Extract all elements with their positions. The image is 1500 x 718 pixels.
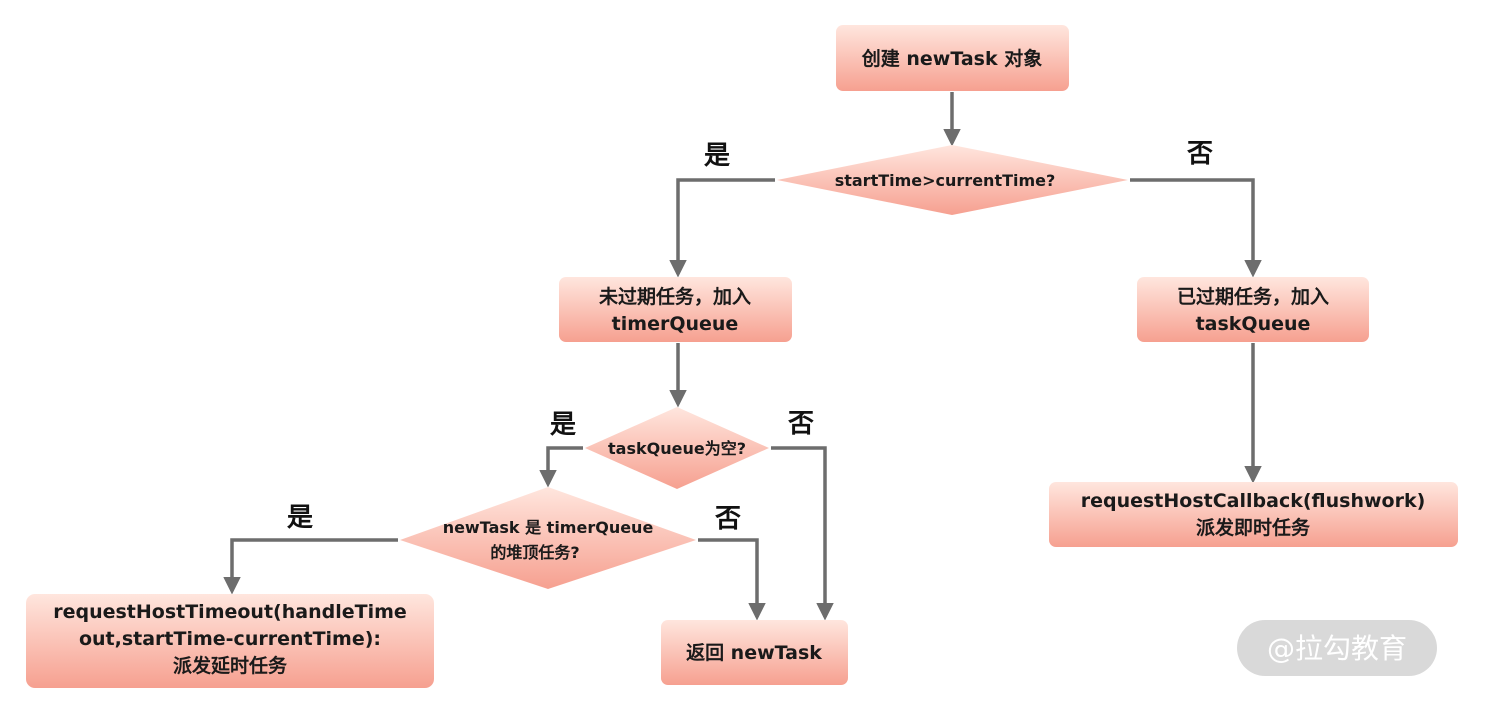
label-start-time-no: 否 (1187, 139, 1213, 169)
node-return-new-task-text: 返回 newTask (686, 642, 822, 664)
decision-heap-top-shape (400, 487, 696, 589)
node-timer-queue: 未过期任务，加入 timerQueue (559, 277, 792, 342)
edge-decision-no-to-task-queue (1130, 178, 1262, 278)
edges (223, 92, 1262, 621)
node-request-host-timeout: requestHostTimeout(handleTime out,startT… (26, 594, 434, 688)
node-task-queue-shape (1137, 277, 1369, 342)
watermark-text: @拉勾教育 (1267, 632, 1407, 665)
node-timer-queue-shape (559, 277, 792, 342)
node-timer-queue-line1: 未过期任务，加入 (598, 285, 751, 308)
node-request-host-callback-shape (1049, 482, 1458, 547)
node-request-host-callback: requestHostCallback(flushwork) 派发即时任务 (1049, 482, 1458, 547)
node-request-host-timeout-line1: requestHostTimeout(handleTime (53, 601, 407, 623)
decision-start-time-text: startTime>currentTime? (835, 171, 1056, 190)
label-start-time-yes: 是 (704, 141, 730, 171)
node-timer-queue-line2: timerQueue (612, 313, 739, 335)
node-return-new-task: 返回 newTask (661, 620, 848, 685)
node-request-host-timeout-line2: out,startTime-currentTime): (79, 628, 381, 650)
decision-task-queue-empty-text: taskQueue为空? (608, 439, 746, 458)
watermark: @拉勾教育 (1237, 620, 1437, 676)
edge-queue-empty-no-to-return (771, 446, 834, 621)
node-request-host-timeout-line3: 派发延时任务 (173, 654, 288, 677)
node-create-task-text: 创建 newTask 对象 (861, 47, 1042, 70)
edge-queue-empty-yes-to-heap-top (539, 446, 583, 488)
edge-labels: 是 否 是 否 是 否 (287, 139, 1213, 534)
node-create-task: 创建 newTask 对象 (836, 25, 1069, 91)
decision-task-queue-empty: taskQueue为空? (585, 407, 769, 489)
node-return-new-task-shape (661, 620, 848, 685)
decision-heap-top-line1: newTask 是 timerQueue (443, 518, 654, 537)
node-request-host-timeout-shape (26, 594, 434, 688)
decision-start-time-shape (777, 145, 1128, 215)
node-request-host-callback-line2: 派发即时任务 (1196, 516, 1311, 539)
label-heap-top-yes: 是 (287, 503, 313, 533)
edge-decision-yes-to-timer-queue (669, 178, 775, 278)
edge-heap-top-yes-to-timeout (223, 538, 398, 595)
decision-heap-top-line2: 的堆顶任务? (490, 543, 579, 562)
node-request-host-callback-line1: requestHostCallback(flushwork) (1081, 490, 1426, 512)
decision-heap-top: newTask 是 timerQueue 的堆顶任务? (400, 487, 696, 589)
label-queue-empty-no: 否 (788, 409, 814, 439)
label-heap-top-no: 否 (715, 504, 741, 534)
label-queue-empty-yes: 是 (550, 410, 576, 440)
decision-start-time: startTime>currentTime? (777, 145, 1128, 215)
decision-task-queue-empty-shape (585, 407, 769, 489)
node-task-queue: 已过期任务，加入 taskQueue (1137, 277, 1369, 342)
edge-heap-top-no-to-return (698, 538, 766, 621)
node-task-queue-line1: 已过期任务，加入 (1177, 285, 1329, 308)
node-create-task-shape (836, 25, 1069, 91)
node-task-queue-line2: taskQueue (1196, 313, 1311, 335)
watermark-pill (1237, 620, 1437, 676)
